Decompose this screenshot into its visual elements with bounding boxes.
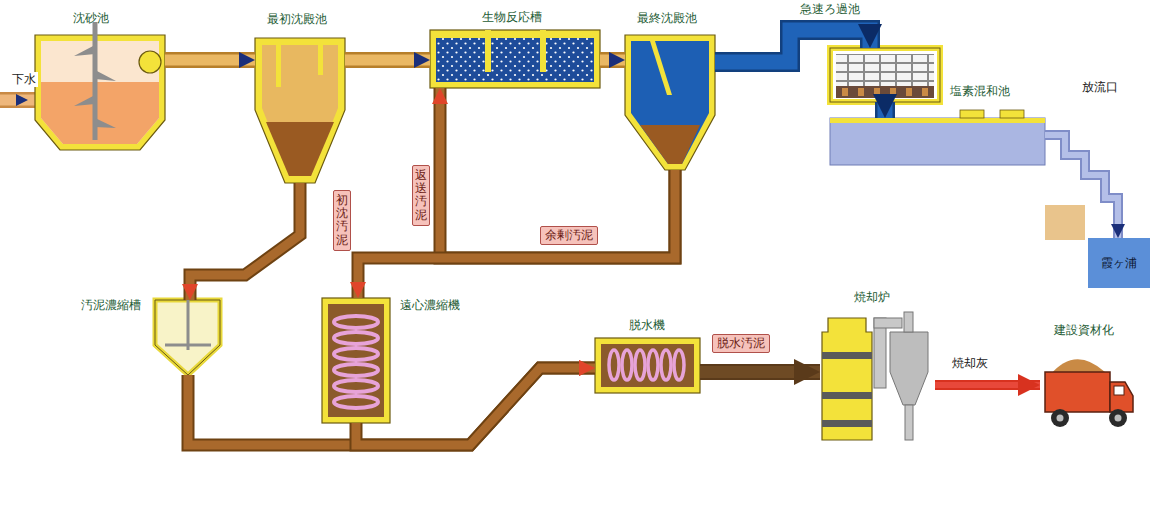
pipe-outline <box>600 52 625 68</box>
truck-box: 建設資材化 <box>1040 345 1135 440</box>
lake <box>1088 238 1150 288</box>
chlorine-tank <box>830 110 1085 240</box>
tank-title: 最初沈殿池 <box>267 12 327 27</box>
tank-title: 焼却炉 <box>854 290 890 305</box>
flow-label: 焼却灰 <box>950 356 990 371</box>
pipe-outline <box>165 52 255 68</box>
sludge-tag: 脱水汚泥 <box>712 334 770 353</box>
tank-title: 沈砂池 <box>73 11 109 26</box>
pipe-body <box>190 183 300 300</box>
tank-title: 脱水機 <box>629 318 665 333</box>
pipe-body <box>358 170 675 298</box>
final-tank-box: 最終沈殿池 <box>625 35 715 170</box>
incinerator <box>822 312 928 440</box>
pipe-body <box>715 30 870 62</box>
tank-title: 塩素混和池 <box>950 84 1010 99</box>
incinerator-box: 焼却炉 <box>820 310 935 445</box>
tank-title: 急速ろ過池 <box>800 2 860 17</box>
pipe-body <box>440 88 675 258</box>
grit-chamber-box: 沈砂池 <box>35 35 165 150</box>
pipe-outline <box>715 30 870 62</box>
pipe-body <box>345 55 430 66</box>
tank-title: 最終沈殿池 <box>637 11 697 26</box>
inlet-pipe <box>0 94 40 106</box>
pipe-connector <box>165 60 255 61</box>
primary-tank-box: 最初沈殿池 <box>255 38 345 183</box>
grit-chamber <box>35 22 165 150</box>
pipe-body <box>878 102 893 118</box>
tank-title: 汚泥濃縮槽 <box>81 298 141 313</box>
pipe-connector <box>188 368 595 445</box>
biological-reactor <box>430 30 600 88</box>
outfall-label: 放流口 <box>1080 80 1120 95</box>
pipe-outline <box>190 183 300 300</box>
inflow-label: 下水 <box>10 72 38 87</box>
pipe-body <box>700 366 820 378</box>
final-sedimentation-tank <box>625 35 715 170</box>
filter-box: 急速ろ過池 <box>830 48 940 102</box>
pipe-body <box>188 368 595 445</box>
pipe-outline <box>356 368 595 445</box>
truck-illustration <box>1045 359 1133 427</box>
sludge-tag: 余剰汚泥 <box>540 226 598 245</box>
pipe-connector <box>358 170 675 298</box>
pipe-connector <box>1045 135 1118 238</box>
pipe-body <box>356 368 595 445</box>
pipe-body <box>1045 135 1118 238</box>
pipe-connector <box>345 60 430 61</box>
pipe-outline <box>345 52 430 68</box>
rapid-filter <box>830 48 940 102</box>
pipe-outline <box>1045 135 1118 238</box>
pipe-body <box>165 55 255 66</box>
pipe-outline <box>188 368 595 445</box>
sludge-tag: 初沈汚泥 <box>333 190 351 251</box>
gravity-thickener <box>155 296 220 375</box>
chlorine-tank-box: 塩素混和池 <box>830 118 1045 165</box>
pipe-connector <box>885 102 886 118</box>
reactor-box: 生物反応槽 <box>430 30 600 88</box>
centrifugal-thickener <box>322 298 390 423</box>
pipe-connector <box>700 372 820 373</box>
lake-box: 霞ヶ浦 <box>1088 238 1150 288</box>
primary-sedimentation-tank <box>255 38 345 183</box>
pipe-connector <box>600 60 625 61</box>
pipe-connector <box>190 183 300 300</box>
pipe-outline <box>700 364 820 380</box>
tank-title: 遠心濃縮機 <box>400 298 460 313</box>
pipe-outline <box>358 170 675 298</box>
pipe-outline <box>935 380 1040 390</box>
pipe-body <box>935 382 1040 388</box>
dewatering-machine <box>595 338 700 393</box>
tank-title: 建設資材化 <box>1054 323 1114 338</box>
tank-title: 生物反応槽 <box>482 10 542 25</box>
tank-title: 霞ヶ浦 <box>1101 256 1137 271</box>
pipe-connector <box>440 88 675 258</box>
pipe-connector <box>935 385 1040 386</box>
sludge-tag: 返送汚泥 <box>412 165 430 226</box>
pipe-connector <box>356 368 595 445</box>
centrifuge-box: 遠心濃縮機 <box>322 298 390 423</box>
pipe-connector <box>715 30 870 62</box>
dehydrator-box: 脱水機 <box>595 338 700 393</box>
thickener-box: 汚泥濃縮槽 <box>155 300 220 375</box>
pipe-body <box>600 55 625 66</box>
pipe-outline <box>440 88 675 258</box>
pipe-outline <box>875 102 895 118</box>
